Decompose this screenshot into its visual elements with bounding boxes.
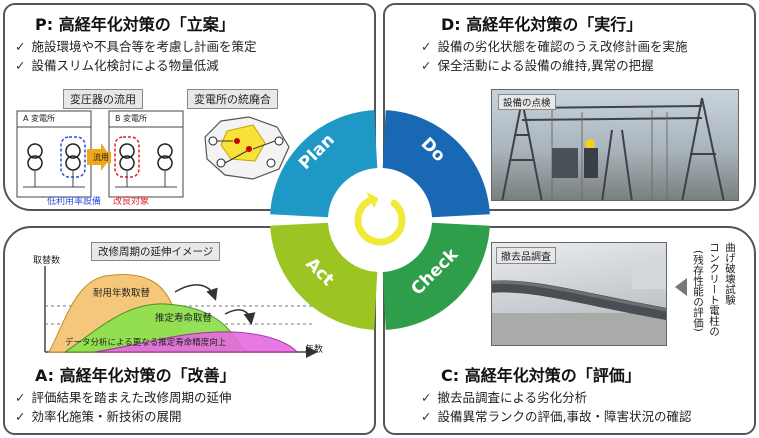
removed-item-photo: 撤去品調査 — [491, 242, 667, 346]
plan-panel: P: 高経年化対策の「立案」 施設環境や不具合等を考慮し計画を策定 設備スリム化… — [3, 3, 376, 211]
bending-test-note: (残存性能の評価) — [691, 250, 704, 360]
bending-test-note-line-2: コンクリート電柱の — [708, 242, 720, 337]
check-title: C: 高経年化対策の「評価」 — [441, 366, 641, 385]
left-arrow-icon — [675, 278, 687, 296]
check-segment — [382, 222, 490, 330]
area-data-analysis-label: データ分析による更なる推定寿命精度向上 — [65, 338, 227, 348]
do-bullets: 設備の劣化状態を確認のうえ改修計画を実施 保全活動による設備の維持,異常の把握 — [421, 37, 688, 75]
bending-test-note-2: コンクリート電柱の — [707, 242, 720, 362]
low-utilization-label: 低利用率設備 — [47, 197, 102, 207]
act-bullets: 評価結果を踏まえた改修周期の延伸 効率化施策・新技術の展開 — [15, 388, 232, 426]
check-bullet-2: 設備異常ランクの評価,事故・障害状況の確認 — [421, 407, 691, 426]
do-title: D: 高経年化対策の「実行」 — [441, 15, 643, 34]
cycle-extension-chart — [44, 266, 318, 358]
improvement-target-label: 改良対象 — [113, 197, 150, 207]
act-bullet-1: 評価結果を踏まえた改修周期の延伸 — [15, 388, 231, 407]
bending-test-note-line-1: (残存性能の評価) — [692, 250, 704, 332]
station-b-label: B 変電所 — [115, 114, 148, 123]
area-service-life-label: 耐用年数取替 — [93, 288, 151, 299]
pdca-cycle-wheel — [270, 110, 490, 330]
check-panel: 撤去品調査 (残存性能の評価) コンクリート電柱の 曲げ破壊試験 C: 高経年化… — [383, 226, 756, 435]
reuse-arrow-label: 流用 — [91, 152, 111, 163]
plan-title: P: 高経年化対策の「立案」 — [35, 15, 235, 34]
chart-title: 改修周期の延伸イメージ — [91, 242, 221, 261]
transformer-reuse-title: 変圧器の流用 — [63, 89, 143, 109]
check-bullets: 撤去品調査による劣化分析 設備異常ランクの評価,事故・障害状況の確認 — [421, 388, 691, 426]
station-a-label: A 変電所 — [23, 114, 56, 123]
plan-bullets: 施設環境や不具合等を考慮し計画を策定 設備スリム化検討による物量低減 — [15, 37, 257, 75]
area-estimated-life-label: 推定寿命取替 — [155, 313, 213, 324]
act-bullet-2: 効率化施策・新技術の展開 — [15, 407, 232, 426]
substation-structure-drawing — [501, 97, 725, 200]
act-panel: 取替数 改修周期の延伸イメージ 耐用年数取替 推定寿命取替 データ分析による更な… — [3, 226, 376, 435]
plan-segment — [270, 110, 378, 218]
substation-merge-title: 変電所の統廃合 — [187, 89, 278, 109]
area-data-analysis — [94, 331, 299, 353]
bending-test-note-line-3: 曲げ破壊試験 — [724, 242, 736, 305]
plan-bullet-1: 施設環境や不具合等を考慮し計画を策定 — [15, 37, 256, 56]
act-title: A: 高経年化対策の「改善」 — [35, 366, 236, 385]
check-bullet-1: 撤去品調査による劣化分析 — [421, 388, 691, 407]
do-bullet-2: 保全活動による設備の維持,異常の把握 — [421, 56, 688, 75]
concrete-pole-drawing — [492, 263, 666, 345]
do-panel: D: 高経年化対策の「実行」 設備の劣化状態を確認のうえ改修計画を実施 保全活動… — [383, 3, 756, 211]
chart-xlabel: 年数 — [305, 345, 324, 355]
cycle-arrow-icon — [354, 197, 406, 246]
removed-item-photo-label: 撤去品調査 — [496, 247, 556, 264]
transformer-reuse-figure — [16, 110, 184, 198]
chart-ylabel: 取替数 — [33, 256, 61, 266]
cycle-arrow-head-icon — [366, 192, 379, 209]
plan-bullet-2: 設備スリム化検討による物量低減 — [15, 56, 257, 75]
inspection-photo-label: 設備の点検 — [498, 94, 556, 110]
bending-test-note-3: 曲げ破壊試験 — [723, 242, 736, 362]
substation-merge-map — [204, 116, 290, 180]
inspection-photo: 設備の点検 — [491, 89, 739, 201]
act-segment — [270, 222, 378, 330]
do-segment — [382, 110, 490, 218]
do-bullet-1: 設備の劣化状態を確認のうえ改修計画を実施 — [421, 37, 687, 56]
